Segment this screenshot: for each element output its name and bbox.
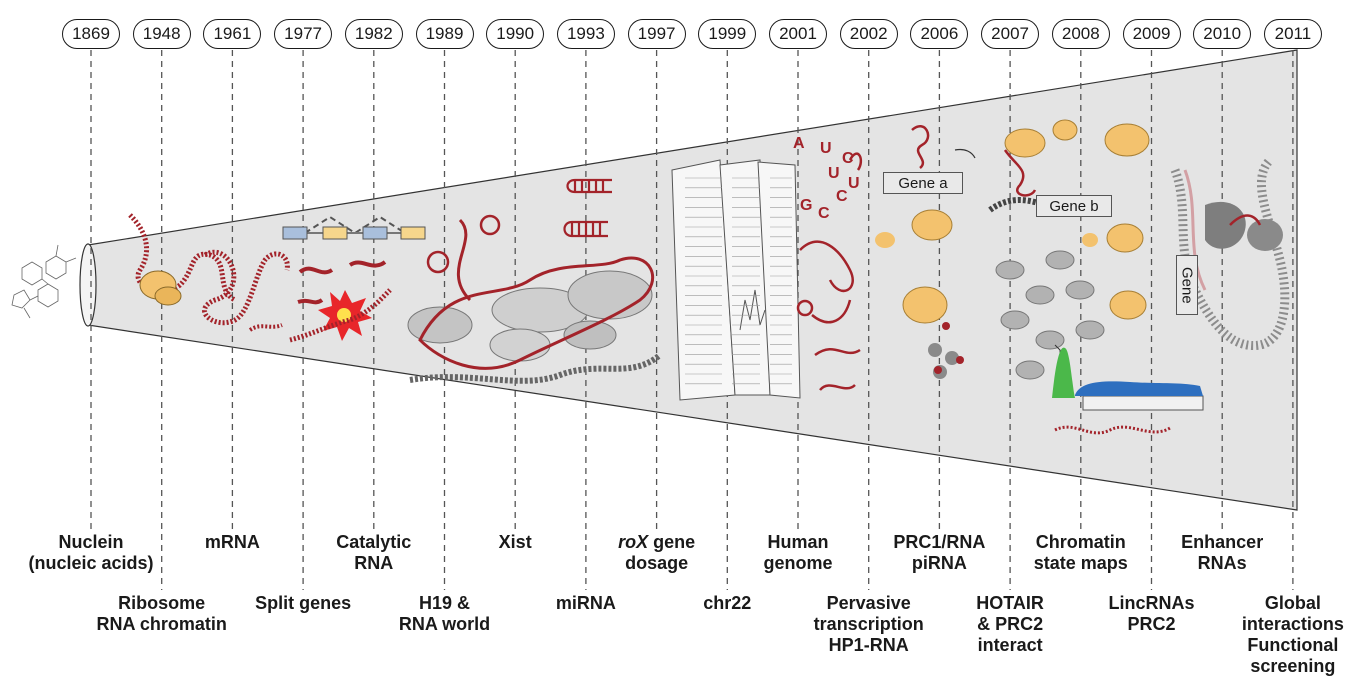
label-line: state maps [1033,553,1128,573]
year-pill-1869: 1869 [62,19,120,49]
top-label-0: Nuclein(nucleic acids) [28,532,153,574]
bottom-label-2: H19 &RNA world [399,593,490,635]
rna-letter: C [842,150,854,167]
enhancer-dna-loop [1170,156,1290,351]
label-line: chr22 [703,593,752,613]
ribozyme-explosion [289,288,392,343]
label-line: genome [763,553,833,573]
rna-letter: U [848,175,860,192]
label-line: (nucleic acids) [28,553,154,573]
label-line: transcription [813,614,924,634]
year-pill-1999: 1999 [698,19,757,49]
label-line: miRNA [555,593,616,613]
gene-label: Gene [1176,255,1198,315]
label-line: RNAs [1197,553,1247,573]
top-label-3: Xist [499,532,532,553]
year-pill-1961: 1961 [203,19,262,49]
year-pill-1993: 1993 [556,19,615,49]
label-line: Ribosome [118,593,206,613]
label-line: LincRNAs [1108,593,1195,613]
prc1-complex [875,125,976,379]
xist-chromatin-coat [407,214,662,384]
label-line: PRC1/RNA [893,532,986,552]
ribosome-rna [128,213,237,306]
rna-letter: U [820,140,832,157]
year-pill-2007: 2007 [981,19,1040,49]
label-line: interactions [1241,614,1344,634]
year-pill-1990: 1990 [486,19,545,49]
year-pill-2010: 2010 [1193,19,1252,49]
label-line: HOTAIR [976,593,1044,613]
year-pill-1948: 1948 [132,19,191,49]
top-label-1: mRNA [205,532,260,553]
year-pill-1977: 1977 [274,19,333,49]
year-pill-2006: 2006 [910,19,969,49]
label-line: Enhancer [1181,532,1264,552]
label-line: Functional [1247,635,1339,655]
year-pill-2009: 2009 [1122,19,1181,49]
year-pill-2002: 2002 [839,19,898,49]
rna-letter: U [828,165,840,182]
label-line: roX gene [618,532,696,552]
label-line: RNA world [398,614,491,634]
cone-tip [79,243,97,327]
year-pill-2001: 2001 [769,19,827,49]
label-line: Split genes [255,593,352,613]
chr22-sequence-pages [671,159,801,401]
label-line: HP1-RNA [828,635,909,655]
year-pill-1982: 1982 [344,19,403,49]
mrna-strands [202,249,290,332]
hotair-prc2-chromatin [988,119,1204,435]
label-line: H19 & [418,593,471,613]
year-pill-2011: 2011 [1263,19,1322,49]
bottom-label-4: chr22 [703,593,751,614]
label-line: Chromatin [1035,532,1126,552]
label-line: interact [977,635,1043,655]
label-line: piRNA [911,553,967,573]
label-line: Nuclein [58,532,124,552]
label-line: RNA chromatin [96,614,227,634]
label-line: mRNA [204,532,260,552]
gene-b-label: Gene b [1036,195,1112,217]
rna-letter: C [818,205,830,222]
rna-letter: A [793,135,805,152]
label-line: dosage [625,553,689,573]
rna-letter: C [836,188,848,205]
label-line: Pervasive [826,593,911,613]
rna-letter: G [800,197,813,214]
mirna-hairpins [563,178,612,238]
label-line: Catalytic [336,532,412,552]
bottom-label-3: miRNA [556,593,616,614]
gene-a-label: Gene a [883,172,963,194]
label-line: Xist [498,532,532,552]
year-pill-2008: 2008 [1051,19,1110,49]
label-line: PRC2 [1127,614,1176,634]
split-gene-diagram [282,215,426,305]
label-line: Human [767,532,829,552]
label-line: screening [1250,656,1336,676]
pervasive-transcripts [796,152,863,391]
year-pill-1989: 1989 [415,19,474,49]
label-line: & PRC2 [977,614,1044,634]
label-line: Global [1264,593,1321,613]
year-pill-1997: 1997 [627,19,686,49]
bottom-label-1: Split genes [255,593,351,614]
nucleic-acid-structure [11,244,77,319]
label-line: RNA [354,553,394,573]
